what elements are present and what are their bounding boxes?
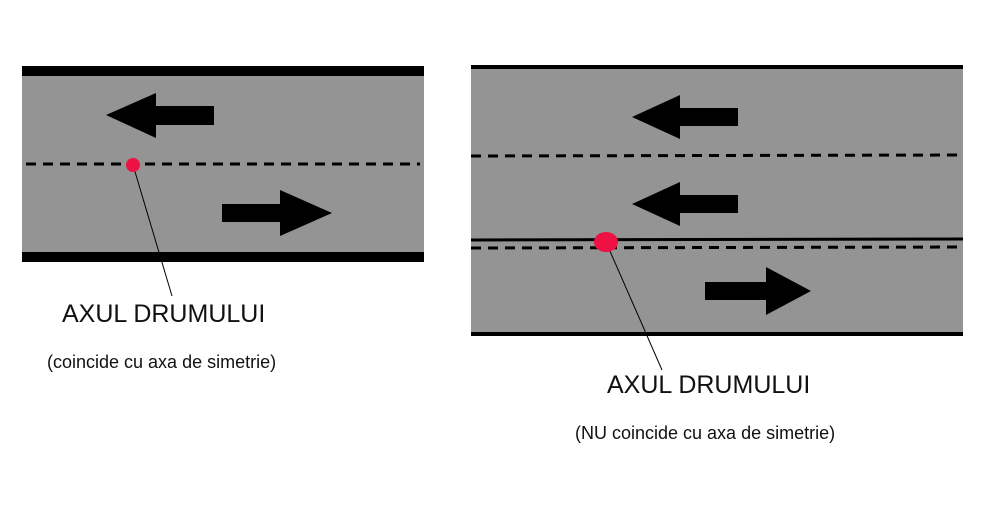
right-lane-2-arrow-left-icon	[632, 182, 738, 226]
right-lane-3-arrow-right-icon	[705, 267, 811, 315]
left-road-diagram	[22, 66, 424, 297]
right-road-diagram	[470, 65, 964, 371]
left-lane-arrow-left-icon	[106, 93, 214, 138]
right-road-lower-dashed-line	[470, 245, 964, 250]
right-road-bottom-edge	[471, 332, 963, 336]
right-axis-title: AXUL DRUMULUI	[607, 371, 811, 399]
left-axis-subtitle: (coincide cu axa de simetrie)	[47, 352, 277, 372]
right-road-upper-dashed-line	[470, 153, 964, 158]
right-axis-subtitle: (NU coincide cu axa de simetrie)	[575, 423, 836, 443]
right-lane-1-arrow-left-icon	[632, 95, 738, 139]
left-axis-point	[126, 158, 140, 172]
right-axis-point	[594, 232, 618, 252]
right-leader-line	[605, 241, 663, 371]
left-road-bottom-edge	[22, 252, 424, 262]
left-lane-arrow-right-icon	[222, 190, 332, 236]
left-axis-title: AXUL DRUMULUI	[62, 300, 266, 328]
left-road-top-edge	[22, 66, 424, 76]
right-road-solid-line	[470, 237, 964, 242]
right-road-top-edge	[471, 65, 963, 69]
left-leader-line	[132, 164, 173, 297]
